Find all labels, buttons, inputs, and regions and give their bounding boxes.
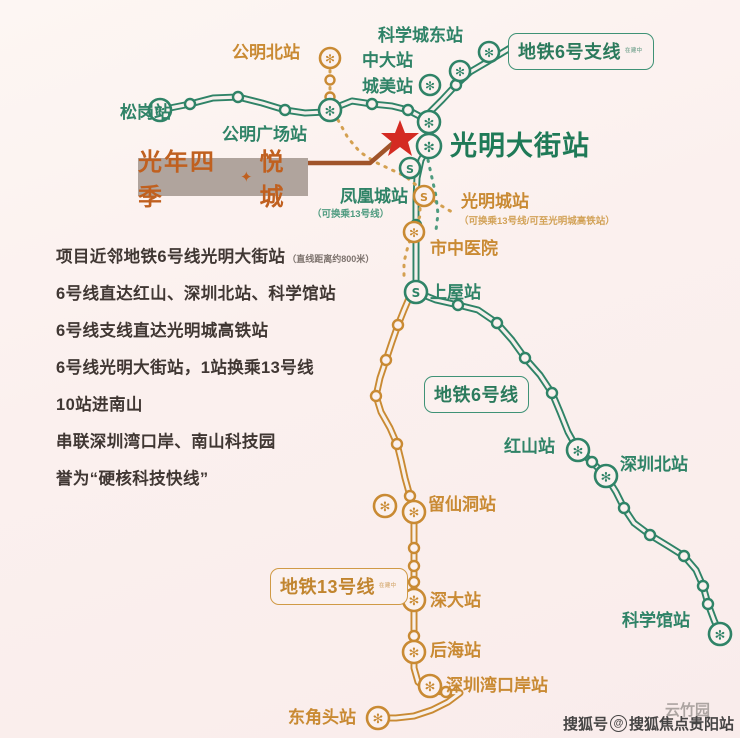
station-label-shenzhenwankouan[interactable]: 深圳湾口岸站	[446, 676, 548, 695]
station-label-shenzhenbei[interactable]: 深圳北站	[620, 455, 688, 474]
svg-text:✻: ✻	[409, 506, 420, 521]
station-label-shizhongyiyuan[interactable]: 市中医院	[430, 239, 498, 258]
watermark-suffix: 搜狐焦点贵阳站	[628, 716, 734, 733]
route-label-tiny: 在建中	[624, 48, 643, 54]
copy-line: 6号线光明大街站，1站换乘13号线	[56, 354, 416, 378]
route-label-text: 地铁6号线	[434, 385, 519, 405]
station-label-guangmingcheng[interactable]: 光明城站	[461, 192, 529, 211]
project-name-plate[interactable]: 光年四季 ✦ 悦城	[138, 149, 308, 211]
watermark: 搜狐号 @ 搜狐焦点贵阳站	[563, 713, 734, 734]
line6-dashed-connector	[426, 158, 440, 232]
svg-text:✻: ✻	[484, 46, 494, 60]
project-name-separator: ✦	[239, 169, 255, 186]
station-label-liuxiandong[interactable]: 留仙洞站	[428, 495, 496, 514]
svg-text:✻: ✻	[425, 680, 436, 695]
project-name-left: 光年四季	[138, 149, 216, 211]
copy-line: 誉为“硬核科技快线”	[56, 465, 416, 489]
svg-text:✻: ✻	[423, 140, 435, 156]
route-label-line13[interactable]: 地铁13号线 在建中	[270, 568, 408, 605]
station-label-kexuechengdong[interactable]: 科学城东站	[378, 26, 463, 45]
svg-text:✻: ✻	[373, 712, 384, 727]
svg-text:✻: ✻	[155, 105, 166, 120]
station-sublabel-guangmingcheng: （可换乘13号线/可至光明城高铁站）	[459, 216, 615, 227]
station-sublabel-fenghuangcheng: （可换乘13号线）	[312, 209, 390, 220]
svg-text:✻: ✻	[325, 105, 336, 120]
svg-text:✻: ✻	[409, 646, 420, 661]
project-name-right: 悦城	[259, 149, 286, 211]
station-label-zhongda[interactable]: 中大站	[362, 51, 413, 70]
marketing-copy-block: 项目近邻地铁6号线光明大街站 （直线距离约800米） 6号线直达红山、深圳北站、…	[56, 243, 416, 502]
line6-branch-track	[426, 41, 519, 116]
svg-text:✻: ✻	[573, 445, 584, 460]
line6-station-nodes	[183, 78, 715, 611]
svg-text:S: S	[406, 163, 414, 176]
svg-text:S: S	[412, 286, 421, 300]
svg-text:✻: ✻	[715, 629, 726, 644]
route-label-line6-branch[interactable]: 地铁6号支线 在建中	[508, 33, 654, 70]
copy-line-text: 串联深圳湾口岸、南山科技园	[56, 433, 276, 451]
svg-text:✻: ✻	[455, 65, 465, 79]
svg-text:✻: ✻	[325, 52, 335, 66]
watermark-behind: 云竹园	[664, 702, 710, 719]
station-label-fenghuangcheng[interactable]: 凤凰城站	[340, 187, 408, 206]
station-label-shenda[interactable]: 深大站	[430, 591, 481, 610]
copy-line: 项目近邻地铁6号线光明大街站 （直线距离约800米）	[56, 243, 416, 267]
svg-text:✻: ✻	[601, 471, 612, 486]
svg-text:✻: ✻	[409, 226, 419, 240]
station-label-chengmei[interactable]: 城美站	[362, 77, 413, 96]
svg-text:✻: ✻	[424, 117, 435, 132]
route-label-text: 地铁6号支线	[518, 42, 622, 62]
station-label-hongshan[interactable]: 红山站	[504, 437, 555, 456]
station-label-houhai[interactable]: 后海站	[430, 641, 481, 660]
station-label-gongmingguangchang[interactable]: 公明广场站	[222, 125, 307, 144]
interchange-markers: ✻ ✻ ✻ ✻ ✻ ✻ ✻	[147, 40, 733, 731]
svg-text:✻: ✻	[380, 500, 391, 515]
line13-track	[372, 292, 464, 722]
route-label-text: 地铁13号线	[280, 577, 376, 597]
copy-line-text: 6号线直达红山、深圳北站、科学馆站	[56, 285, 336, 303]
station-label-gongmingbei[interactable]: 公明北站	[232, 43, 300, 62]
route-label-tiny: 在建中	[379, 583, 397, 589]
svg-text:S: S	[420, 191, 428, 204]
copy-line-text: 6号线光明大街站，1站换乘13号线	[56, 359, 315, 377]
copy-line-text: 10站进南山	[56, 396, 143, 414]
copy-line: 10站进南山	[56, 391, 416, 415]
station-label-guangmingdajie[interactable]: 光明大街站	[450, 131, 590, 161]
copy-line-text: 6号线支线直达光明城高铁站	[56, 322, 269, 340]
copy-line: 6号线支线直达光明城高铁站	[56, 317, 416, 341]
copy-line-note: （直线距离约800米）	[287, 254, 375, 264]
project-star-marker	[381, 120, 419, 156]
at-icon: @	[609, 715, 627, 732]
svg-text:✻: ✻	[409, 594, 420, 609]
station-label-dongjiaotou[interactable]: 东角头站	[288, 708, 356, 727]
station-label-shangwu[interactable]: 上屋站	[430, 283, 481, 302]
copy-line-text: 项目近邻地铁6号线光明大街站	[56, 248, 286, 266]
copy-line: 6号线直达红山、深圳北站、科学馆站	[56, 280, 416, 304]
route-label-line6[interactable]: 地铁6号线	[424, 376, 529, 413]
copy-line-text: 誉为“硬核科技快线”	[56, 470, 209, 488]
watermark-prefix: 搜狐号	[562, 716, 608, 733]
copy-line: 串联深圳湾口岸、南山科技园	[56, 428, 416, 452]
project-pointer	[297, 120, 419, 166]
station-label-songgang[interactable]: 松岗站	[120, 103, 171, 122]
station-label-kexueguan[interactable]: 科学馆站	[622, 611, 690, 630]
svg-text:✻: ✻	[425, 79, 435, 93]
